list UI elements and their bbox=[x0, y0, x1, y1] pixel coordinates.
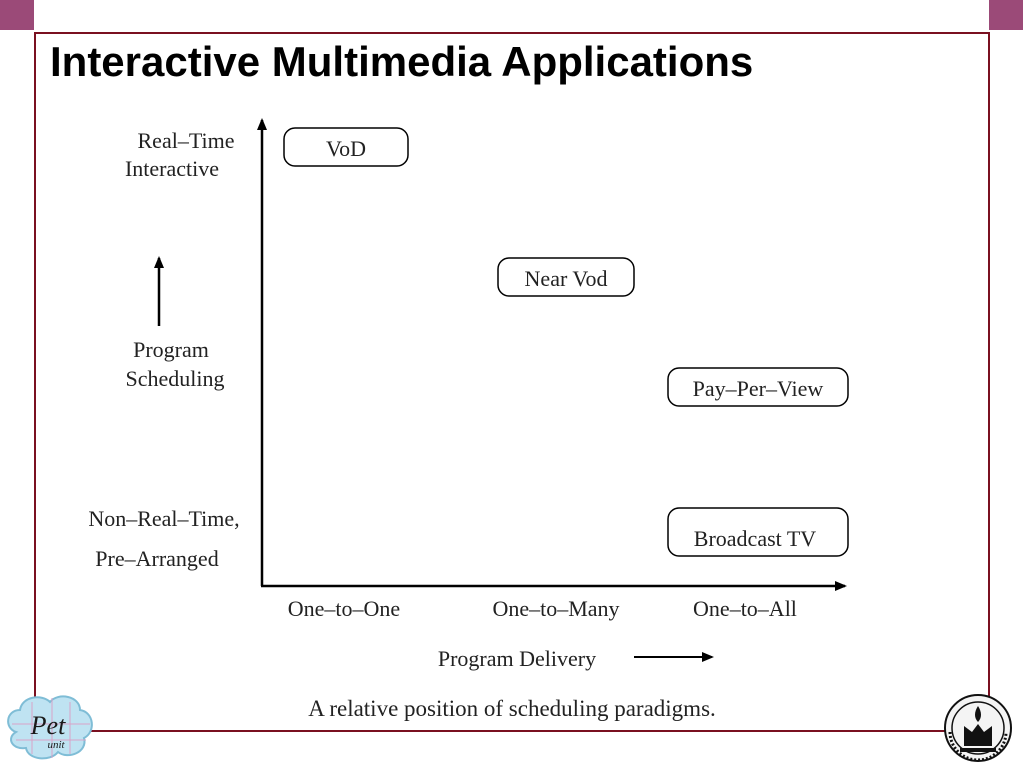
institute-seal-logo bbox=[944, 694, 1012, 762]
y-label-bottom-line2: Pre–Arranged bbox=[95, 546, 218, 571]
y-label-middle-line2: Scheduling bbox=[126, 366, 225, 391]
slide-title: Interactive Multimedia Applications bbox=[50, 38, 754, 85]
slide-bottom-rule bbox=[34, 730, 992, 732]
box-near-vod bbox=[497, 257, 635, 297]
box-near-vod-label: Near Vod bbox=[525, 266, 608, 291]
y-label-bottom-line1: Non–Real–Time, bbox=[88, 506, 239, 531]
y-label-top-line2: Interactive bbox=[125, 156, 219, 181]
box-pay-per-view bbox=[667, 367, 849, 407]
slide-frame bbox=[34, 32, 990, 732]
corner-accent-right bbox=[989, 0, 1023, 30]
y-label-middle-line1: Program bbox=[133, 337, 209, 362]
diagram-caption: A relative position of scheduling paradi… bbox=[308, 696, 716, 721]
box-vod-label: VoD bbox=[326, 136, 366, 161]
x-tick-one-to-all: One–to–All bbox=[693, 596, 797, 621]
box-broadcast-tv-label: Broadcast TV bbox=[694, 526, 817, 551]
x-tick-one-to-one: One–to–One bbox=[288, 596, 400, 621]
box-pay-per-view-label: Pay–Per–View bbox=[693, 376, 824, 401]
corner-accent-left bbox=[0, 0, 34, 30]
x-axis-label: Program Delivery bbox=[438, 646, 596, 671]
box-broadcast-tv bbox=[667, 507, 849, 557]
pet-logo-text: Pet bbox=[30, 711, 66, 740]
pet-logo-subtext: unit bbox=[47, 739, 65, 751]
x-tick-one-to-many: One–to–Many bbox=[492, 596, 619, 621]
y-label-top-line1: Real–Time bbox=[138, 128, 235, 153]
pet-unit-logo: Pet unit bbox=[7, 695, 93, 760]
box-vod bbox=[283, 127, 409, 167]
